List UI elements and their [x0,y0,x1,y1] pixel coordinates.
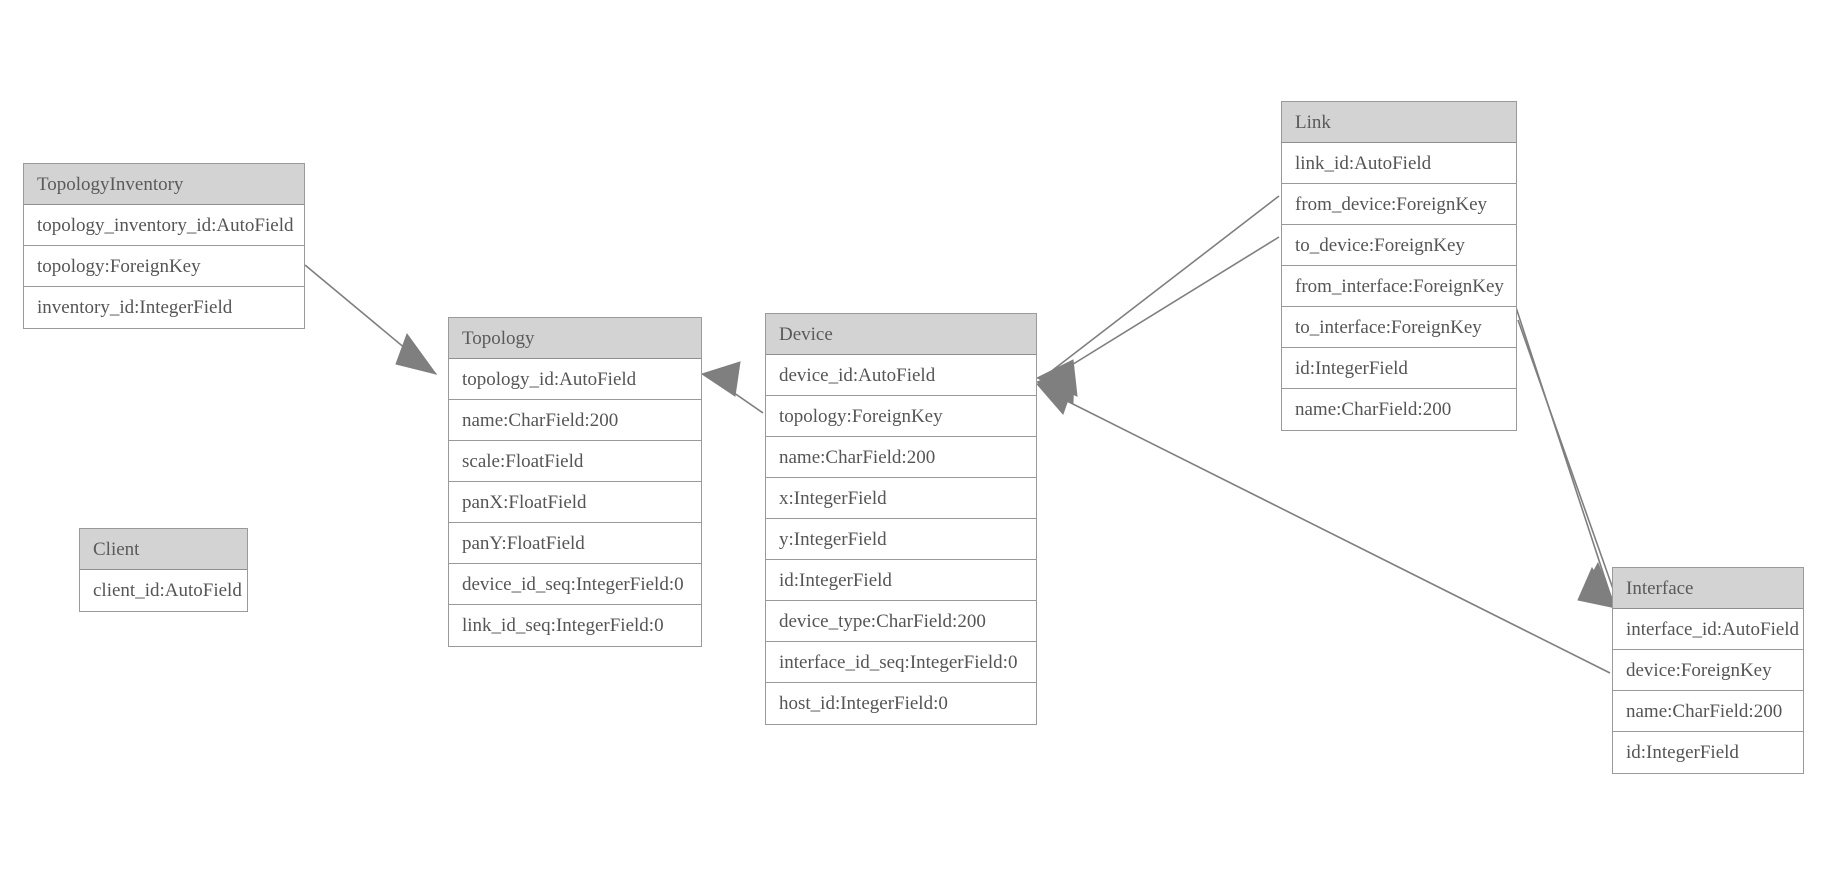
entity-field-row[interactable]: id:IntegerField [1626,742,1739,763]
entity-field-row[interactable]: interface_id:AutoField [1613,609,1803,650]
entity-field-row[interactable]: topology_id:AutoField [449,359,701,400]
entity-field-row[interactable]: link_id:AutoField [1282,143,1516,184]
relationship-link-to-device [1035,236,1280,405]
entity-field-row[interactable]: device_type:CharField:200 [766,601,1036,642]
arrowhead-icon [1035,359,1078,397]
entity-field-row[interactable]: name:CharField:200 [449,400,701,441]
entity-field-row[interactable]: scale:FloatField [449,441,701,482]
entity-field-row[interactable]: name:CharField:200 [766,437,1036,478]
relationship-line [304,264,437,375]
relationship-topologyinventory-topology [304,264,438,375]
entity-field-row[interactable]: id:IntegerField [1282,348,1516,389]
entity-field-row[interactable]: device_id_seq:IntegerField:0 [449,564,701,605]
arrowhead-icon [1035,379,1076,415]
relationship-link-to-interface [1517,319,1619,609]
entity-field-row[interactable]: topology_inventory_id:AutoField [24,205,304,246]
entity-field-row[interactable]: client_id:AutoField [93,580,242,601]
relationship-line [1507,282,1613,601]
relationship-device-topology [700,361,764,414]
entity-title-device: Device [766,314,1036,355]
arrowhead-icon [1577,566,1618,609]
entity-field-row[interactable]: name:CharField:200 [1613,691,1803,732]
entity-field-row[interactable]: from_device:ForeignKey [1282,184,1516,225]
arrowhead-icon [395,332,438,375]
entity-field-row[interactable]: host_id:IntegerField:0 [779,693,948,714]
entity-field-row[interactable]: y:IntegerField [766,519,1036,560]
relationship-line [1048,391,1611,674]
entity-field-row[interactable]: device_id:AutoField [766,355,1036,396]
entity-field-row[interactable]: to_interface:ForeignKey [1282,307,1516,348]
entity-field-row[interactable]: link_id_seq:IntegerField:0 [462,615,664,636]
entity-field-row[interactable]: name:CharField:200 [1295,399,1452,420]
entity-field-row[interactable]: device:ForeignKey [1613,650,1803,691]
entity-title-client: Client [80,529,247,570]
relationship-link-from-interface [1507,282,1618,609]
arrowhead-icon [1035,367,1075,405]
entity-field-row[interactable]: interface_id_seq:IntegerField:0 [766,642,1036,683]
relationship-line [713,378,764,414]
relationship-line [1517,319,1619,604]
entity-field-row[interactable]: panY:FloatField [449,523,701,564]
arrowhead-icon [700,361,741,397]
entity-field-row[interactable]: from_interface:ForeignKey [1282,266,1516,307]
relationship-line [1048,236,1280,380]
entity-field-row[interactable]: to_device:ForeignKey [1282,225,1516,266]
entity-title-interface: Interface [1613,568,1803,609]
entity-field-row[interactable]: x:IntegerField [766,478,1036,519]
entity-field-row[interactable]: topology:ForeignKey [24,246,304,287]
entity-title-topologyinventory: TopologyInventory [24,164,304,205]
relationship-link-from-device [1035,195,1280,397]
entity-field-row[interactable]: id:IntegerField [766,560,1036,601]
arrowhead-icon [1581,561,1617,609]
entity-field-row[interactable]: panX:FloatField [449,482,701,523]
entity-field-row[interactable]: inventory_id:IntegerField [37,297,233,318]
entity-field-row[interactable]: topology:ForeignKey [766,396,1036,437]
relationship-line [1048,195,1280,374]
entity-title-topology: Topology [449,318,701,359]
entity-client[interactable]: Client client_id:AutoField [79,528,248,612]
entity-title-link: Link [1282,102,1516,143]
